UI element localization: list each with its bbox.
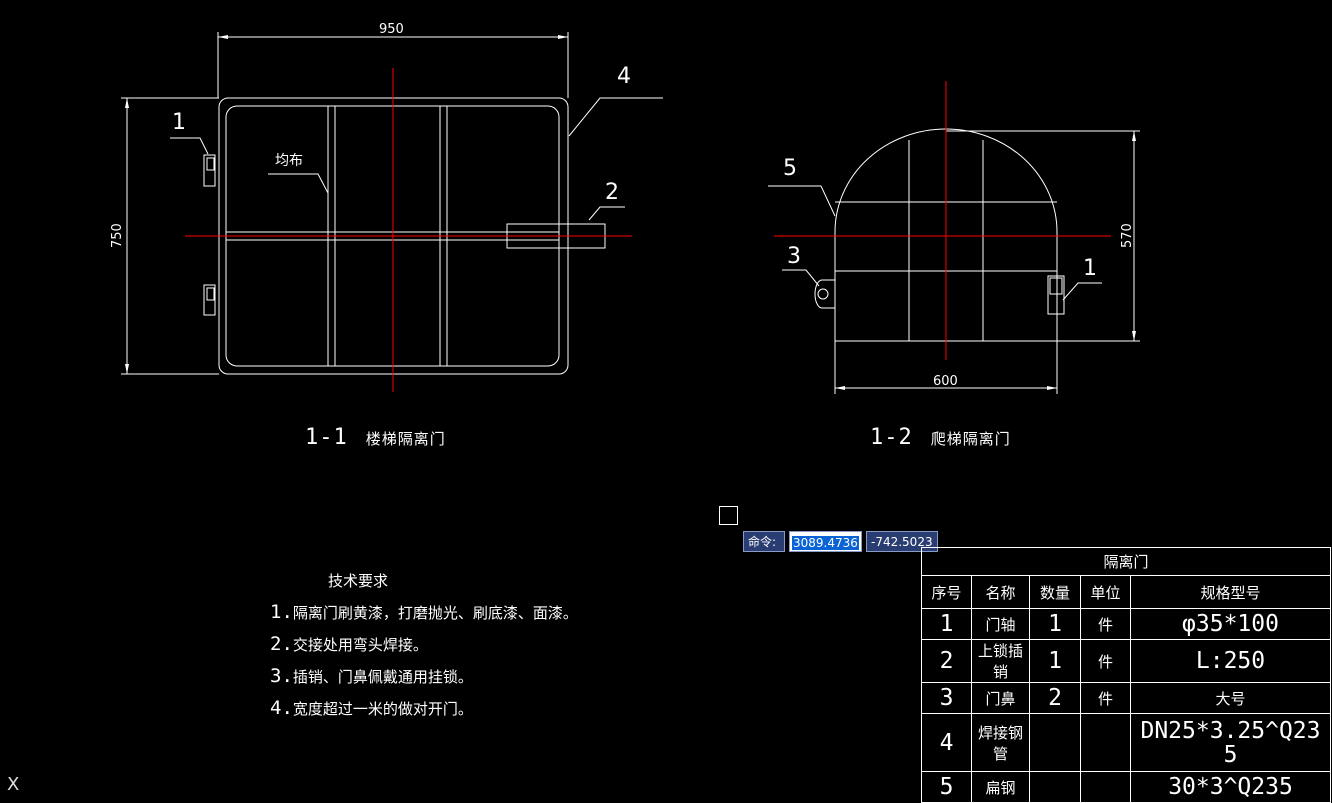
dim-950: 950 [379,22,404,37]
tech-item: 2.交接处用弯头焊接。 [270,633,428,655]
bom-header-name: 名称 [971,575,1030,609]
bom-header-no: 序号 [921,575,972,609]
view-number: 1-2 [870,425,913,450]
leader-5-view2: 5 [783,156,797,181]
ucs-x-icon: X [7,774,20,795]
command-label: 命令: [743,531,785,552]
leader-1-view1: 1 [172,110,186,135]
note-uniform: 均布 [275,153,303,169]
leader-2-view1: 2 [605,180,619,205]
dim-570: 570 [1120,223,1135,248]
bom-header-unit: 单位 [1080,575,1131,609]
leader-3-view2: 3 [787,244,801,269]
tech-requirements: 技术要求 1.隔离门刷黄漆，打磨抛光、刷底漆、面漆。 2.交接处用弯头焊接。 3… [270,566,578,725]
view-1-1-geometry [121,32,663,375]
bom-title: 隔离门 [921,547,1331,576]
centerlines [185,68,1111,392]
dim-600: 600 [933,374,958,389]
tech-item: 4.宽度超过一米的做对开门。 [270,697,473,719]
view-name: 爬梯隔离门 [930,430,1011,448]
dim-750: 750 [110,223,125,248]
x-coordinate-value: 3089.4736 [792,536,859,550]
bom-header-spec: 规格型号 [1130,575,1331,609]
view-label-1-1: 1-1 楼梯隔离门 [305,425,446,450]
leader-1-view2: 1 [1083,256,1097,281]
leader-4-view1: 4 [617,64,631,89]
view-number: 1-1 [305,425,348,450]
bom-header-qty: 数量 [1029,575,1081,609]
y-coordinate-input[interactable]: -742.5023 [866,531,938,552]
tech-item: 1.隔离门刷黄漆，打磨抛光、刷底漆、面漆。 [270,601,578,623]
view-name: 楼梯隔离门 [365,430,446,448]
pick-box-cursor [719,506,738,525]
x-coordinate-input[interactable]: 3089.4736 [789,531,862,552]
tech-item: 3.插销、门鼻佩戴通用挂锁。 [270,665,473,687]
view-label-1-2: 1-2 爬梯隔离门 [870,425,1011,450]
tech-title: 技术要求 [328,572,389,590]
